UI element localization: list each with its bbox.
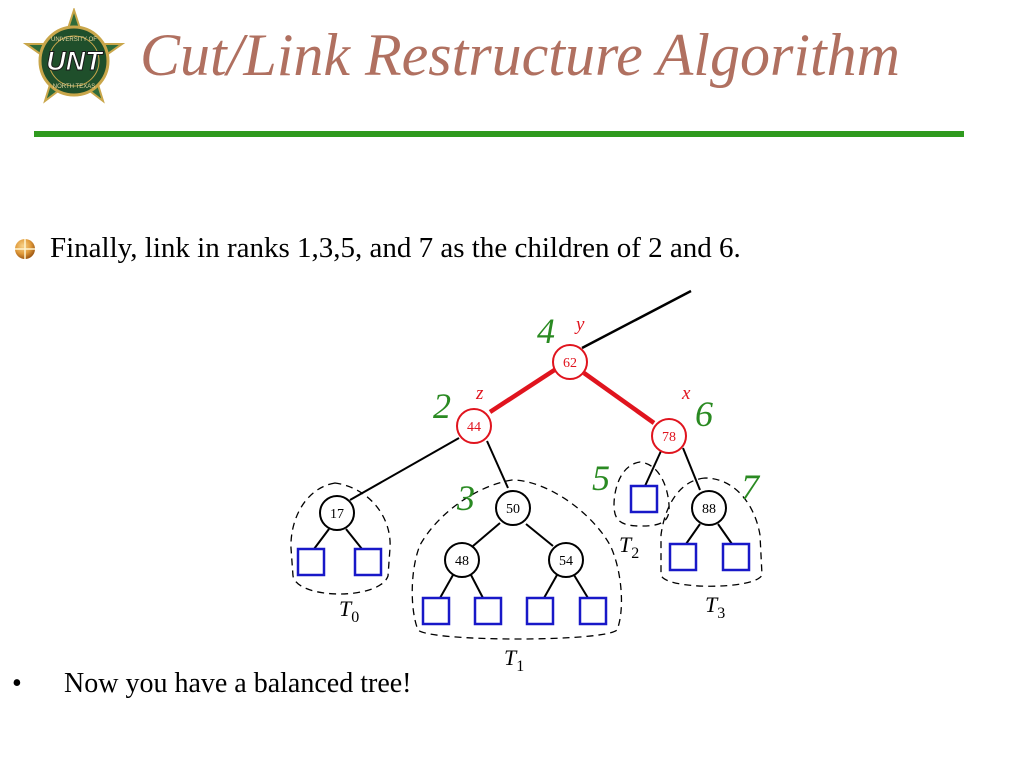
node-48: 48 [444,542,480,578]
rank-4: 4 [537,311,555,351]
edge-62-78 [582,371,656,425]
rank-2: 2 [433,386,451,426]
leaf-square [296,547,326,577]
node-88: 88 [691,490,727,526]
subtree-outline-t3 [660,477,763,587]
bullet-text-2: Now you have a balanced tree! [64,668,412,699]
subtree-outline-t0 [290,482,391,595]
logo-main-text: UNT [46,46,104,76]
node-17: 17 [319,495,355,531]
node-54: 54 [548,542,584,578]
orb-bullet-icon [15,238,35,259]
rank-7: 7 [741,467,761,507]
edge-50-54 [525,523,554,547]
logo-top-text: UNIVERSITY OF [51,37,97,43]
node-key: 78 [662,430,676,445]
node-62: 62 [552,344,588,380]
subtree-label-t3: T3 [705,592,725,622]
leaf-square [525,596,555,626]
rank-6: 6 [695,394,713,434]
edge-78-88 [682,447,701,491]
node-key: 88 [702,502,716,517]
edge-78-leaf [644,450,662,487]
edge-54-leaf-b [573,574,589,599]
leaf-square [668,542,698,572]
leaf-square-t2 [629,484,659,514]
edge-88-leaf-a [685,523,701,545]
title-divider [34,131,964,137]
rank-5: 5 [592,458,610,498]
logo-bottom-text: NORTH TEXAS [53,84,95,90]
edge-50-48 [472,522,501,547]
edge-62-44 [488,367,558,414]
node-key: 44 [467,420,481,435]
node-key: 62 [563,356,577,371]
subtree-label-t2: T2 [619,532,639,562]
bullet-item-1: Finally, link in ranks 1,3,5, and 7 as t… [12,232,741,265]
node-key: 54 [559,554,573,569]
label-x: x [681,383,691,404]
edge-17-leaf-a [313,528,330,550]
bullet-text-1: Finally, link in ranks 1,3,5, and 7 as t… [50,232,741,264]
leaf-square [721,542,751,572]
edge-48-leaf-b [470,574,484,599]
dot-bullet: • [12,668,22,699]
edge-88-leaf-b [717,523,733,545]
node-key: 48 [455,554,469,569]
leaf-square [578,596,608,626]
subtree-label-t0: T0 [339,596,359,626]
node-key: 50 [506,502,520,517]
subtree-label-t1: T1 [504,645,524,675]
subtree-outline-t1 [411,479,623,640]
leaf-square [473,596,503,626]
label-z: z [475,383,484,404]
label-y: y [574,314,585,335]
bullet-item-2: • Now you have a balanced tree! [12,668,412,700]
slide-title: Cut/Link Restructure Algorithm [140,22,900,88]
subtree-outline-t2 [613,461,670,527]
node-50: 50 [495,490,531,526]
node-key: 17 [330,507,344,522]
edge-44-50 [486,440,509,489]
node-44: 44 [456,408,492,444]
edge-54-leaf-a [543,574,558,599]
unt-logo: UNIVERSITY OF UNT NORTH TEXAS [22,8,126,104]
node-78: 78 [651,418,687,454]
rank-3: 3 [456,478,475,518]
leaf-square [353,547,383,577]
leaf-square [421,596,451,626]
edge-44-17 [349,437,460,501]
edge-48-leaf-a [439,574,454,599]
edge-62-parent [581,289,692,350]
edge-17-leaf-b [345,528,363,550]
